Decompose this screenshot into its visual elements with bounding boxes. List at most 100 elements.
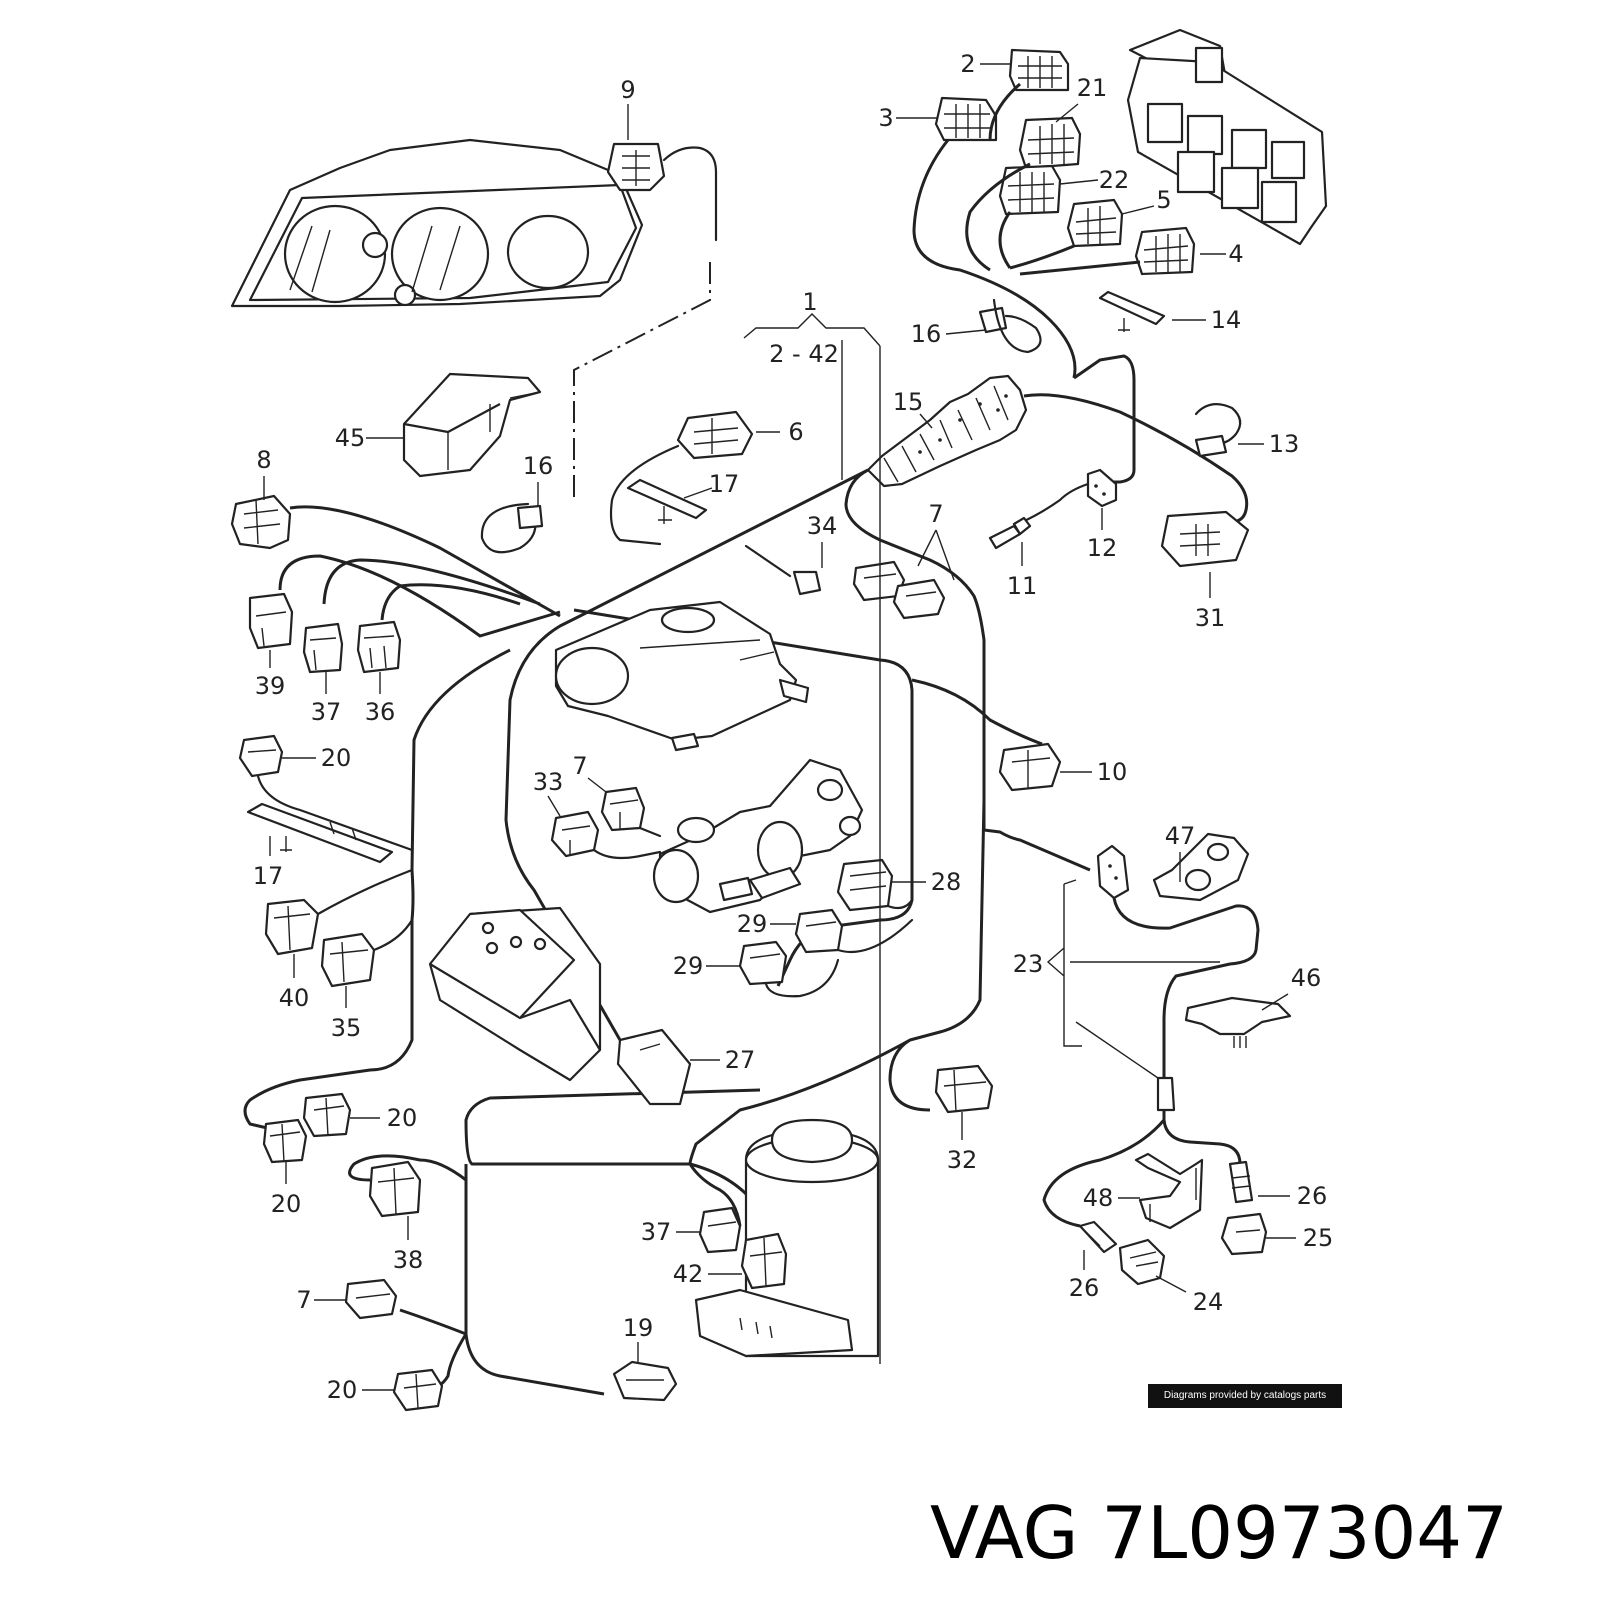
fastener-17-lower [246, 802, 394, 864]
callout-37-lower: 37 [641, 1218, 672, 1246]
callout-40: 40 [279, 984, 310, 1012]
callout-labels: 9 2 3 21 22 5 4 1 2 - 42 16 14 15 13 45 … [253, 50, 1334, 1404]
callout-31: 31 [1195, 604, 1226, 632]
callout-28: 28 [931, 868, 962, 896]
callout-11: 11 [1007, 572, 1038, 600]
connector-34 [744, 544, 822, 596]
callout-22: 22 [1099, 166, 1130, 194]
harness-bottom [348, 799, 986, 1396]
connector-31 [1160, 510, 1250, 568]
connector-22 [998, 164, 1062, 216]
headlight-assembly [230, 138, 644, 308]
connector-20-upper [238, 734, 414, 852]
connector-38 [368, 1160, 422, 1218]
callout-29-left: 29 [673, 952, 704, 980]
callout-8: 8 [256, 446, 271, 474]
sensor-12 [1020, 468, 1118, 524]
connector-3 [934, 96, 998, 142]
callout-14: 14 [1211, 306, 1242, 334]
callout-9: 9 [620, 76, 635, 104]
connector-20-bottom [392, 1368, 444, 1412]
harness-main [504, 468, 1091, 1041]
callout-34: 34 [807, 512, 838, 540]
connector-19 [612, 1360, 678, 1402]
callout-17-lower: 17 [253, 862, 284, 890]
master-cylinder [652, 758, 864, 914]
control-unit-27 [428, 906, 692, 1106]
callout-47: 47 [1165, 822, 1196, 850]
clip-46 [1184, 996, 1292, 1048]
callout-group-1: 1 [802, 288, 817, 316]
connector-8 [230, 494, 292, 550]
callout-12: 12 [1087, 534, 1118, 562]
callout-20-lower-left: 20 [271, 1190, 302, 1218]
sensor-23 [1042, 844, 1260, 1228]
connector-7-top [852, 560, 946, 620]
connector-39 [248, 592, 294, 650]
harness-upper-right [912, 82, 1141, 484]
callout-29-right: 29 [737, 910, 768, 938]
callout-33: 33 [533, 768, 564, 796]
fluid-container [694, 1118, 880, 1358]
callout-20-upper: 20 [321, 744, 352, 772]
connector-4 [1134, 226, 1196, 276]
callout-26-right: 26 [1297, 1182, 1328, 1210]
callout-15: 15 [893, 388, 924, 416]
brake-fluid-reservoir [554, 600, 810, 752]
callout-23: 23 [1013, 950, 1044, 978]
connector-36 [356, 620, 402, 674]
callout-leaders [263, 63, 1296, 1391]
fastener-17-upper [626, 478, 708, 524]
callout-37-upper: 37 [311, 698, 342, 726]
cable-tie-16-mid [480, 502, 544, 554]
sensor-11 [988, 516, 1032, 550]
connector-33 [550, 810, 600, 858]
callout-46: 46 [1291, 964, 1322, 992]
connector-2 [1008, 48, 1070, 92]
clamp-13 [1194, 403, 1242, 458]
callout-range-2-42: 2 - 42 [769, 340, 839, 368]
callout-27: 27 [725, 1046, 756, 1074]
connector-37-upper [302, 622, 344, 674]
fastener-14 [1098, 290, 1166, 332]
callout-26-left: 26 [1069, 1274, 1100, 1302]
callout-6: 6 [788, 418, 803, 446]
connector-40 [264, 868, 414, 956]
connector-6 [609, 410, 754, 546]
callout-35: 35 [331, 1014, 362, 1042]
leader-fork-23 [1046, 879, 1220, 1079]
callout-45: 45 [335, 424, 366, 452]
connector-25 [1220, 1212, 1268, 1256]
callout-20-lower-right: 20 [387, 1104, 418, 1132]
sensor-26-left [1078, 1220, 1118, 1254]
bracket-48 [1134, 1152, 1204, 1230]
callout-4: 4 [1228, 240, 1243, 268]
callout-24: 24 [1193, 1288, 1224, 1316]
connector-37-lower [698, 1206, 742, 1254]
bracket-47 [1152, 832, 1250, 902]
connector-21 [1018, 116, 1082, 170]
callout-20-bottom: 20 [327, 1376, 358, 1404]
callout-16-mid: 16 [523, 452, 554, 480]
connector-7-mid [592, 786, 662, 860]
callout-32: 32 [947, 1146, 978, 1174]
callout-21: 21 [1077, 74, 1108, 102]
callout-38: 38 [393, 1246, 424, 1274]
harness-13-31 [1023, 393, 1249, 524]
relay-box [1126, 28, 1328, 246]
sensor-26-right [1228, 1160, 1254, 1204]
connector-5 [1066, 198, 1124, 248]
part-number-caption: VAG 7L0973047 [930, 1491, 1508, 1575]
callout-19: 19 [623, 1314, 654, 1342]
callout-17-upper: 17 [709, 470, 740, 498]
callout-48: 48 [1083, 1184, 1114, 1212]
credit-badge: Diagrams provided by catalogs parts [1148, 1384, 1342, 1408]
callout-16-top: 16 [911, 320, 942, 348]
connector-20-lower-right [302, 1092, 352, 1138]
callout-39: 39 [255, 672, 286, 700]
connector-20-lower-left [262, 1118, 308, 1164]
grommet-15 [866, 374, 1028, 488]
callout-13: 13 [1269, 430, 1300, 458]
callout-25: 25 [1303, 1224, 1334, 1252]
